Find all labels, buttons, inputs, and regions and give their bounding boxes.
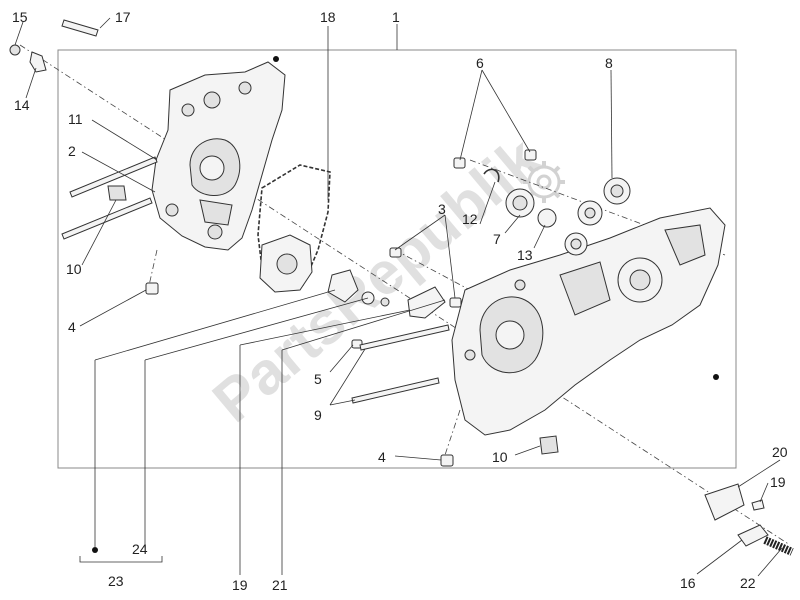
pin-16 <box>737 524 769 547</box>
bracket-20 <box>704 483 745 521</box>
circlip-12 <box>483 168 500 183</box>
label-22: 22 <box>740 575 756 591</box>
pump-cover-port <box>276 253 298 275</box>
label-3: 3 <box>438 201 446 217</box>
label-15: 15 <box>12 9 28 25</box>
label-19-lower: 19 <box>232 577 248 593</box>
label-23: 23 <box>108 573 124 589</box>
dowel-pin-5 <box>351 339 363 349</box>
bushing-10-right <box>539 435 559 455</box>
label-4-right: 4 <box>378 449 386 465</box>
label-10-right: 10 <box>492 449 508 465</box>
right-crankcase-half <box>451 207 726 436</box>
bushing-10-left <box>107 185 127 201</box>
axis-line-pins <box>394 249 471 291</box>
label-7: 7 <box>493 231 501 247</box>
bearing-13-c-bore <box>570 238 582 250</box>
label-6: 6 <box>476 55 484 71</box>
axis-line-pin-4-lower <box>444 409 461 456</box>
label-12: 12 <box>462 211 478 227</box>
label-10-left: 10 <box>66 261 82 277</box>
screw-15 <box>9 44 21 56</box>
dowel-pin-6-b <box>524 149 537 161</box>
label-17: 17 <box>115 9 131 25</box>
dowel-pin-6-a <box>453 157 466 169</box>
bearing-7-bore <box>512 195 528 211</box>
left-crankcase-half <box>151 61 286 251</box>
label-13: 13 <box>517 247 533 263</box>
spring-22 <box>763 536 794 556</box>
watermark-gear-icon <box>523 161 565 203</box>
ref-dot-upper <box>273 56 279 62</box>
dowel-pin-4-left <box>145 282 159 295</box>
bracket-14 <box>29 51 47 73</box>
axis-line-main <box>19 44 791 546</box>
gasket <box>257 164 331 291</box>
bearing-13-b-bore <box>584 207 596 219</box>
dowel-pin-3-a <box>389 247 402 258</box>
stud-2 <box>61 197 153 240</box>
leader-lines <box>14 17 783 577</box>
label-18: 18 <box>320 9 336 25</box>
stud-9-lower <box>351 377 440 404</box>
label-19-right: 19 <box>770 474 786 490</box>
bearing-8-bore <box>610 184 624 198</box>
label-9: 9 <box>314 407 322 423</box>
label-11: 11 <box>68 111 83 127</box>
screw-19-right <box>751 499 765 511</box>
cover-plate <box>407 286 446 319</box>
label-24: 24 <box>132 541 148 557</box>
dowel-pin-3-b <box>449 297 462 308</box>
stud-11 <box>69 156 158 198</box>
ref-dot-23 <box>92 547 98 553</box>
dowel-pin-4-right <box>440 454 454 467</box>
label-1: 1 <box>392 9 400 25</box>
label-14: 14 <box>14 97 30 113</box>
stud-9-upper <box>359 324 450 351</box>
label-16: 16 <box>680 575 696 591</box>
label-5: 5 <box>314 371 322 387</box>
seal-13-a <box>537 208 557 228</box>
ref-dot-right <box>713 374 719 380</box>
label-4-left: 4 <box>68 319 76 335</box>
stud-17 <box>61 19 99 37</box>
label-2: 2 <box>68 143 76 159</box>
part-labels: 1 15 17 18 14 11 2 10 4 6 8 3 12 7 13 5 … <box>12 9 788 593</box>
plug <box>380 297 390 307</box>
label-20: 20 <box>772 444 788 460</box>
label-8: 8 <box>605 55 613 71</box>
label-21: 21 <box>272 577 288 593</box>
filter-housing <box>327 269 359 303</box>
